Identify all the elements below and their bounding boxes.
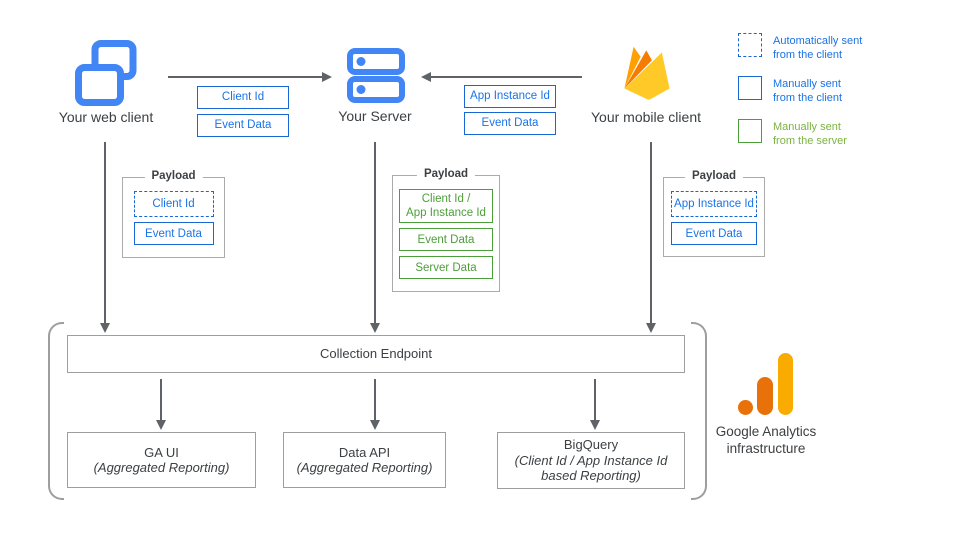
- payload-server-title: Payload: [416, 168, 476, 180]
- collection-endpoint-label: Collection Endpoint: [319, 346, 433, 362]
- ga-ui-title: GA UI: [144, 444, 179, 460]
- web-client-icon: [75, 40, 137, 106]
- payload-mobile-event-data: Event Data: [671, 222, 757, 245]
- bigquery-box: BigQuery (Client Id / App Instance Id ba…: [497, 432, 685, 489]
- payload-mobile-title: Payload: [684, 170, 744, 182]
- payload-server-ids: Client Id / App Instance Id: [399, 189, 493, 223]
- payload-web: Payload Client Id Event Data: [122, 170, 225, 258]
- ga-ui-box: GA UI (Aggregated Reporting): [67, 432, 256, 488]
- google-analytics-icon: [738, 353, 793, 415]
- payload-server-event-data: Event Data: [399, 228, 493, 251]
- infrastructure-caption: Google Analytics infrastructure: [715, 424, 817, 456]
- mobile-client-label: Your mobile client: [591, 109, 701, 125]
- bigquery-title: BigQuery: [563, 437, 619, 453]
- legend-swatch-auto-client-icon: [738, 33, 762, 57]
- payload-mobile: Payload App Instance Id Event Data: [663, 170, 765, 257]
- legend-label-auto-client: Automatically sent from the client: [773, 35, 863, 61]
- arrow-web-to-server: [168, 72, 332, 82]
- legend-label-manual-server: Manually sent from the server: [773, 121, 847, 147]
- arrow-server-to-endpoint: [370, 142, 380, 333]
- ga-ui-subtitle: (Aggregated Reporting): [93, 460, 230, 475]
- flow-mobile-event-data: Event Data: [464, 112, 556, 135]
- payload-web-title: Payload: [144, 170, 203, 182]
- infrastructure-bracket-left: [48, 322, 64, 500]
- collection-endpoint-box: Collection Endpoint: [67, 335, 685, 373]
- data-api-box: Data API (Aggregated Reporting): [283, 432, 446, 488]
- infrastructure-bracket-right: [691, 322, 707, 500]
- arrow-endpoint-to-bigquery: [590, 379, 600, 430]
- arrow-mobile-to-server: [421, 72, 582, 82]
- payload-mobile-app-instance-id: App Instance Id: [671, 191, 757, 217]
- firebase-icon: [624, 46, 670, 100]
- payload-server: Payload Client Id / App Instance Id Even…: [392, 168, 500, 292]
- payload-web-event-data: Event Data: [133, 222, 214, 245]
- arrow-endpoint-to-data-api: [370, 379, 380, 430]
- server-label: Your Server: [338, 108, 412, 124]
- arrow-mobile-to-endpoint: [646, 142, 656, 333]
- legend-swatch-manual-client-icon: [738, 76, 762, 100]
- data-api-subtitle: (Aggregated Reporting): [296, 460, 433, 475]
- arrow-web-to-endpoint: [100, 142, 110, 333]
- legend-swatch-manual-server-icon: [738, 119, 762, 143]
- flow-web-event-data: Event Data: [197, 114, 289, 137]
- flow-web-client-id: Client Id: [197, 86, 289, 109]
- bigquery-subtitle: (Client Id / App Instance Id based Repor…: [514, 452, 668, 484]
- payload-web-client-id: Client Id: [133, 191, 214, 217]
- legend-label-manual-client: Manually sent from the client: [773, 78, 843, 104]
- web-client-label: Your web client: [58, 109, 154, 125]
- server-icon: [347, 48, 405, 103]
- data-api-title: Data API: [338, 444, 391, 460]
- flow-mobile-app-instance-id: App Instance Id: [464, 85, 556, 108]
- payload-server-server-data: Server Data: [399, 256, 493, 279]
- arrow-endpoint-to-ga-ui: [156, 379, 166, 430]
